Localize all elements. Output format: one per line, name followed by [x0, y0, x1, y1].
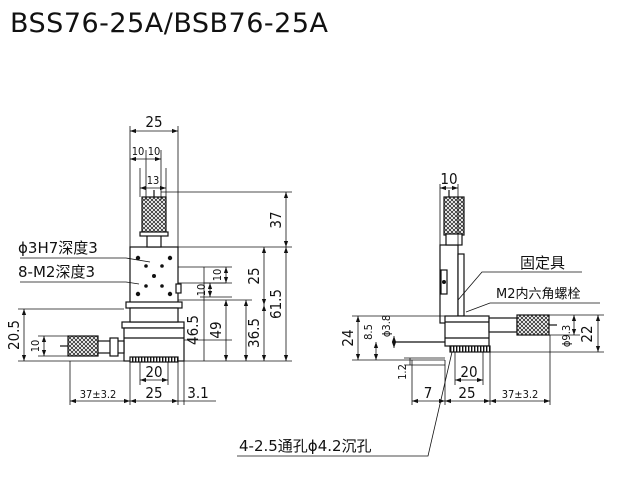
dim-front-37-tol: 37±3.2: [80, 388, 117, 401]
dim-front-36-5: 36.5: [245, 318, 263, 348]
dim-front-10b: 10: [148, 145, 161, 158]
note-h7-hole: ϕ3H7深度3: [18, 239, 98, 257]
front-mid-block: [129, 307, 179, 323]
dim-side-8-5: 8.5: [362, 324, 375, 340]
dim-front-46-5: 46.5: [184, 315, 202, 345]
micrometer-thimble: [141, 196, 167, 234]
front-view: [60, 190, 185, 363]
dim-front-10d: 10: [195, 284, 208, 297]
dim-side-22: 22: [578, 325, 596, 342]
dim-front-20: 20: [145, 363, 162, 381]
note-through-hole: 4-2.5通孔ϕ4.2沉孔: [239, 437, 372, 455]
dim-front-13: 13: [147, 174, 160, 187]
dim-side-25: 25: [458, 384, 475, 402]
m2-holes: [135, 255, 173, 297]
dim-side-7: 7: [424, 384, 433, 402]
dim-front-49: 49: [207, 321, 225, 338]
dim-front-10c: 10: [211, 269, 224, 282]
dim-front-25-h: 25: [245, 267, 263, 284]
side-dimensions: [237, 184, 604, 456]
side-micrometer-thimble: [443, 196, 465, 236]
dim-side-phi3-8: ϕ3.8: [380, 315, 393, 337]
dim-side-phi9-3: ϕ9.3: [560, 325, 573, 347]
dim-front-10a: 10: [132, 145, 145, 158]
front-guide-band: [125, 301, 183, 309]
front-dim-text: 25 10 10 13 37 10 10 25 61.5 46.5 49 36.…: [5, 113, 285, 402]
side-lock: [175, 283, 182, 294]
dim-front-37: 37: [267, 211, 285, 228]
dim-front-25-b: 25: [145, 384, 162, 402]
front-dimensions: [18, 126, 292, 405]
note-fixture: 固定具: [520, 254, 565, 272]
front-lower-stage: [123, 327, 185, 362]
drawing-title: BSS76-25A/BSB76-25A: [10, 8, 329, 39]
dim-front-61-5: 61.5: [267, 289, 285, 319]
side-dim-text: 10 24 8.5 ϕ3.8 1.2 ϕ9.3 22 20 7 25 37±3.…: [239, 170, 596, 455]
dim-side-37-tol: 37±3.2: [502, 388, 539, 401]
dim-front-10e: 10: [29, 340, 42, 353]
dim-front-20-5: 20.5: [5, 320, 23, 350]
dim-side-10: 10: [440, 170, 457, 188]
dim-side-24: 24: [339, 329, 357, 346]
side-view: [394, 190, 557, 353]
dim-side-1-2: 1.2: [396, 364, 409, 380]
side-micrometer-thimble2: [516, 314, 550, 336]
side-micrometer-sleeve: [488, 317, 518, 333]
note-m2-screw: M2内六角螺栓: [496, 286, 581, 302]
note-m2-tapped: 8-M2深度3: [18, 263, 95, 281]
dim-side-20: 20: [460, 363, 477, 381]
dim-front-25: 25: [145, 113, 162, 131]
side-base-stage: [444, 315, 490, 347]
x-micrometer-thimble: [67, 335, 99, 357]
dim-front-3-1: 3.1: [187, 384, 208, 402]
